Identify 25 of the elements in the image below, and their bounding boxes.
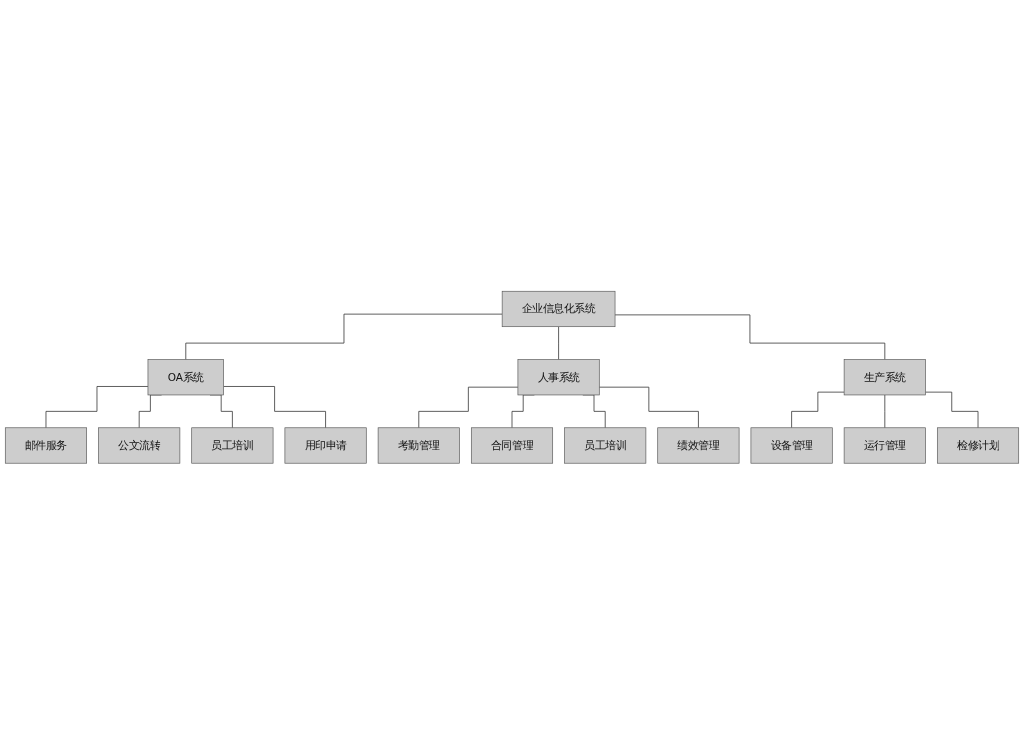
node-box: 企业信息化系统 [501,291,616,328]
node-box: 员工培训 [191,427,274,464]
connector [418,387,519,429]
connector [185,314,503,361]
node-box: 邮件服务 [4,427,87,464]
node-box: 公文流转 [98,427,181,464]
node-box: 人事系统 [517,359,600,396]
node-box: 设备管理 [750,427,833,464]
connector [223,386,326,429]
node-box: 用印申请 [284,427,367,464]
node-box: 生产系统 [843,359,926,396]
connector [558,326,559,361]
connector [925,392,979,429]
connector [45,386,149,429]
node-box: OA系统 [147,359,224,396]
connector [884,394,886,429]
connector [614,314,886,361]
node-box: 员工培训 [564,427,647,464]
node-box: 考勤管理 [377,427,460,464]
node-box: 检修计划 [937,427,1020,464]
connector [598,387,699,429]
connector [791,392,845,429]
node-box: 合同管理 [471,427,554,464]
node-box: 绩效管理 [657,427,740,464]
node-box: 运行管理 [843,427,926,464]
